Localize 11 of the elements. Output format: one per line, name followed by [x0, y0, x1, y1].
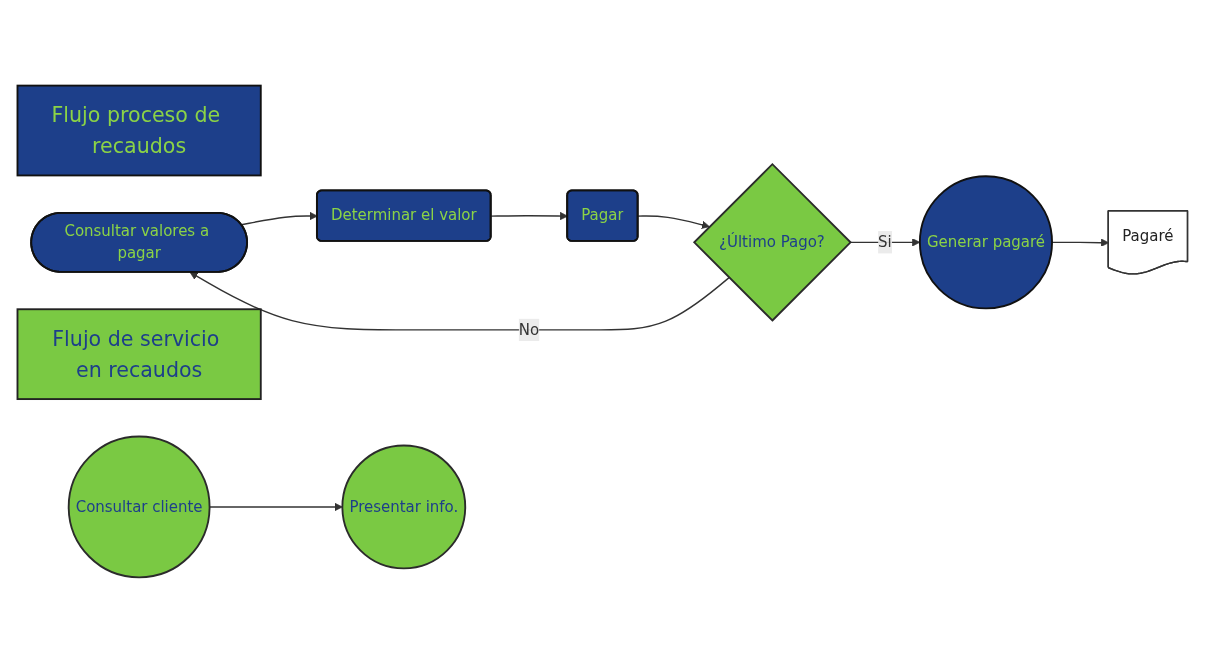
arrow	[849, 238, 921, 247]
edge-label: No	[518, 320, 540, 339]
edge-label: Si	[878, 232, 892, 251]
arrow	[637, 215, 710, 229]
arrow	[189, 271, 730, 331]
node-circle: Presentar info.	[341, 444, 467, 570]
node-box: Flujo de servicio en recaudos	[16, 308, 262, 400]
node-circle: Generar pagaré	[918, 175, 1053, 310]
node-box: Flujo proceso de recaudos	[16, 84, 262, 177]
node-circle: Consultar cliente	[67, 435, 211, 579]
node-diamond: ¿Último Pago?	[692, 162, 852, 322]
